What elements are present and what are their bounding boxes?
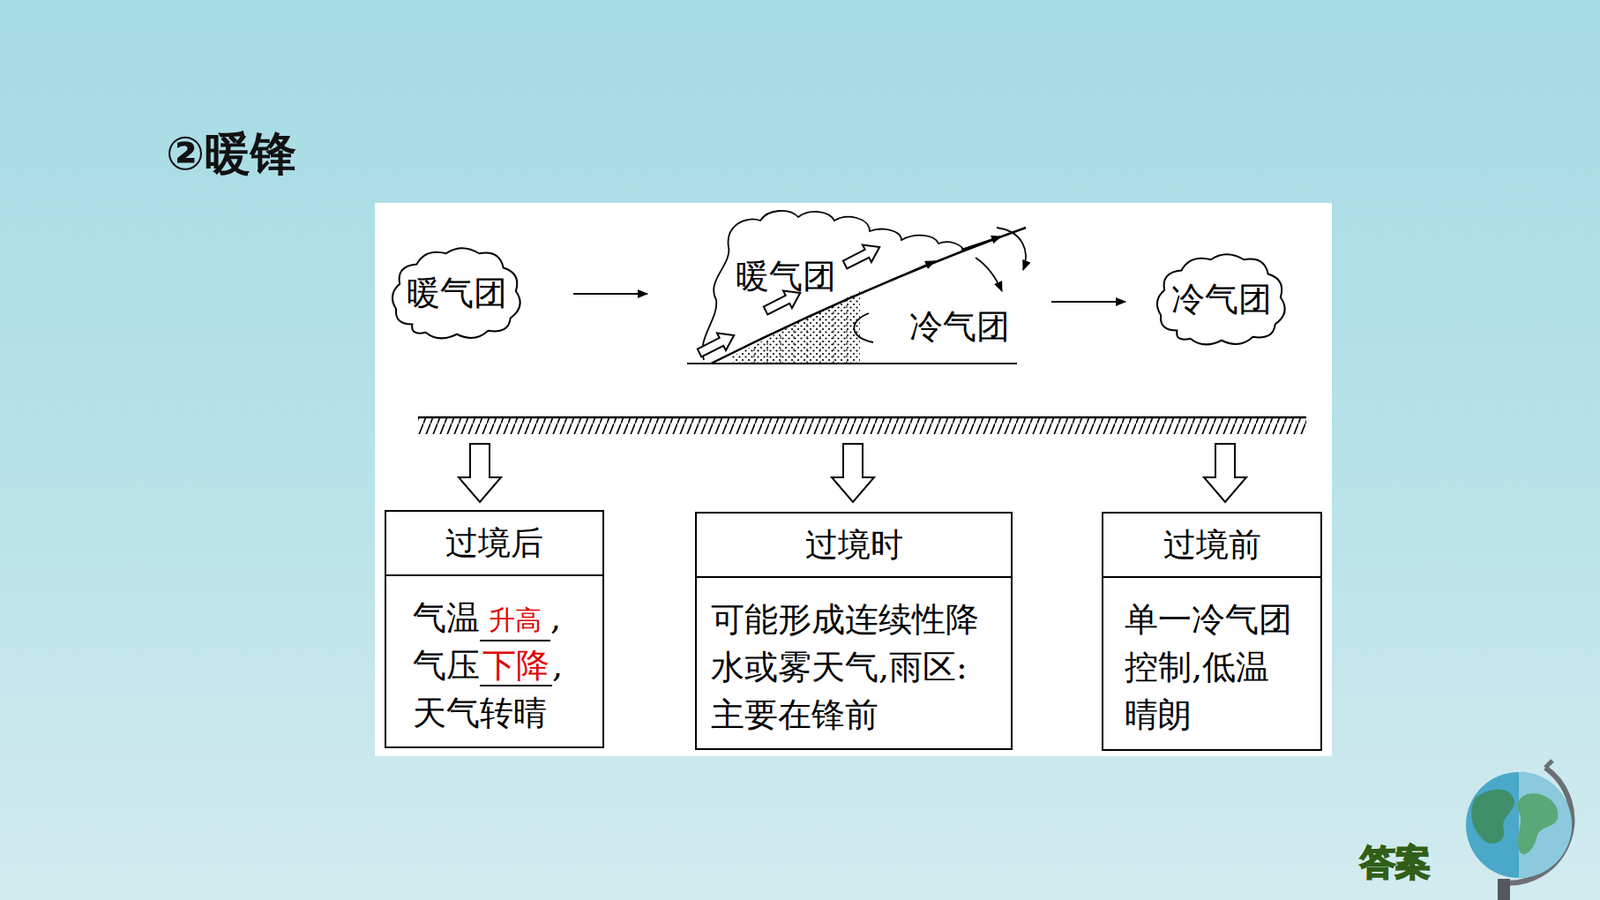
- box-heading: 过境时: [696, 513, 1011, 578]
- air-mass-label: 暖气团: [735, 254, 837, 300]
- body-text: ,: [550, 598, 561, 637]
- button-text: 答案: [1360, 837, 1431, 887]
- text-line: 气温升高,: [412, 593, 576, 642]
- box-body: 可能形成连续性降 水或雾天气,雨区: 主要在锋前: [696, 577, 1011, 739]
- warm-front-section: [687, 210, 1026, 364]
- text-line: 天气转晴: [412, 688, 576, 737]
- box-body: 气温升高,气压下降,天气转晴: [386, 575, 603, 737]
- globe-icon: [1465, 760, 1572, 900]
- box-body: 单一冷气团 控制,低温 晴朗: [1103, 577, 1321, 739]
- down-arrow: [1203, 443, 1247, 502]
- body-text: 单一冷气团 控制,低温 晴朗: [1124, 595, 1310, 739]
- air-mass-name: 冷气团: [1171, 276, 1272, 322]
- answer-button: 答案: [1352, 837, 1439, 888]
- body-text: 气温: [412, 598, 480, 637]
- down-arrow: [831, 443, 875, 502]
- cold-air-circulation: [975, 257, 1002, 292]
- hollow-arrow: [695, 326, 739, 362]
- air-mass-cloud: 暖气团: [385, 239, 529, 347]
- body-text: ,: [552, 645, 563, 685]
- cold-air-curl: [853, 313, 874, 343]
- stage-box: 过境前单一冷气团 控制,低温 晴朗: [1101, 511, 1323, 751]
- hatched-ground: [418, 417, 1307, 434]
- down-arrows: [458, 443, 1247, 502]
- answer-fill: 下降: [479, 645, 553, 687]
- frontal-surface: [710, 227, 1026, 364]
- stage-box: 过境时可能形成连续性降 水或雾天气,雨区: 主要在锋前: [695, 511, 1013, 750]
- box-heading: 过境后: [386, 511, 603, 576]
- flow-arrow: [573, 292, 648, 295]
- stage-box: 过境后气温升高,气压下降,天气转晴: [384, 509, 605, 748]
- box-heading: 过境前: [1103, 513, 1321, 578]
- body-text: 气压: [412, 645, 480, 685]
- white-panel: [374, 202, 1332, 756]
- air-mass-name: 暖气团: [406, 270, 508, 316]
- air-mass-cloud: 冷气团: [1150, 245, 1294, 353]
- down-arrow: [458, 443, 501, 502]
- ground-line: [687, 362, 1017, 365]
- cloud-label-area: 暖气团: [385, 239, 529, 347]
- hollow-arrow: [840, 238, 884, 274]
- body-text: 可能形成连续性降 水或雾天气,雨区: 主要在锋前: [710, 595, 1002, 739]
- slide-title: ②暖锋: [165, 123, 297, 186]
- air-mass-label: 冷气团: [909, 304, 1010, 350]
- front-arrow: [890, 261, 935, 281]
- flow-arrow: [1051, 300, 1126, 303]
- answer-fill: 升高: [479, 600, 551, 642]
- body-text: 天气转晴: [412, 693, 547, 733]
- cold-air-circulation: [996, 227, 1026, 270]
- front-arrow: [961, 236, 1002, 250]
- text-line: 气压下降,: [412, 641, 576, 689]
- cloud-label-area: 冷气团: [1150, 245, 1294, 353]
